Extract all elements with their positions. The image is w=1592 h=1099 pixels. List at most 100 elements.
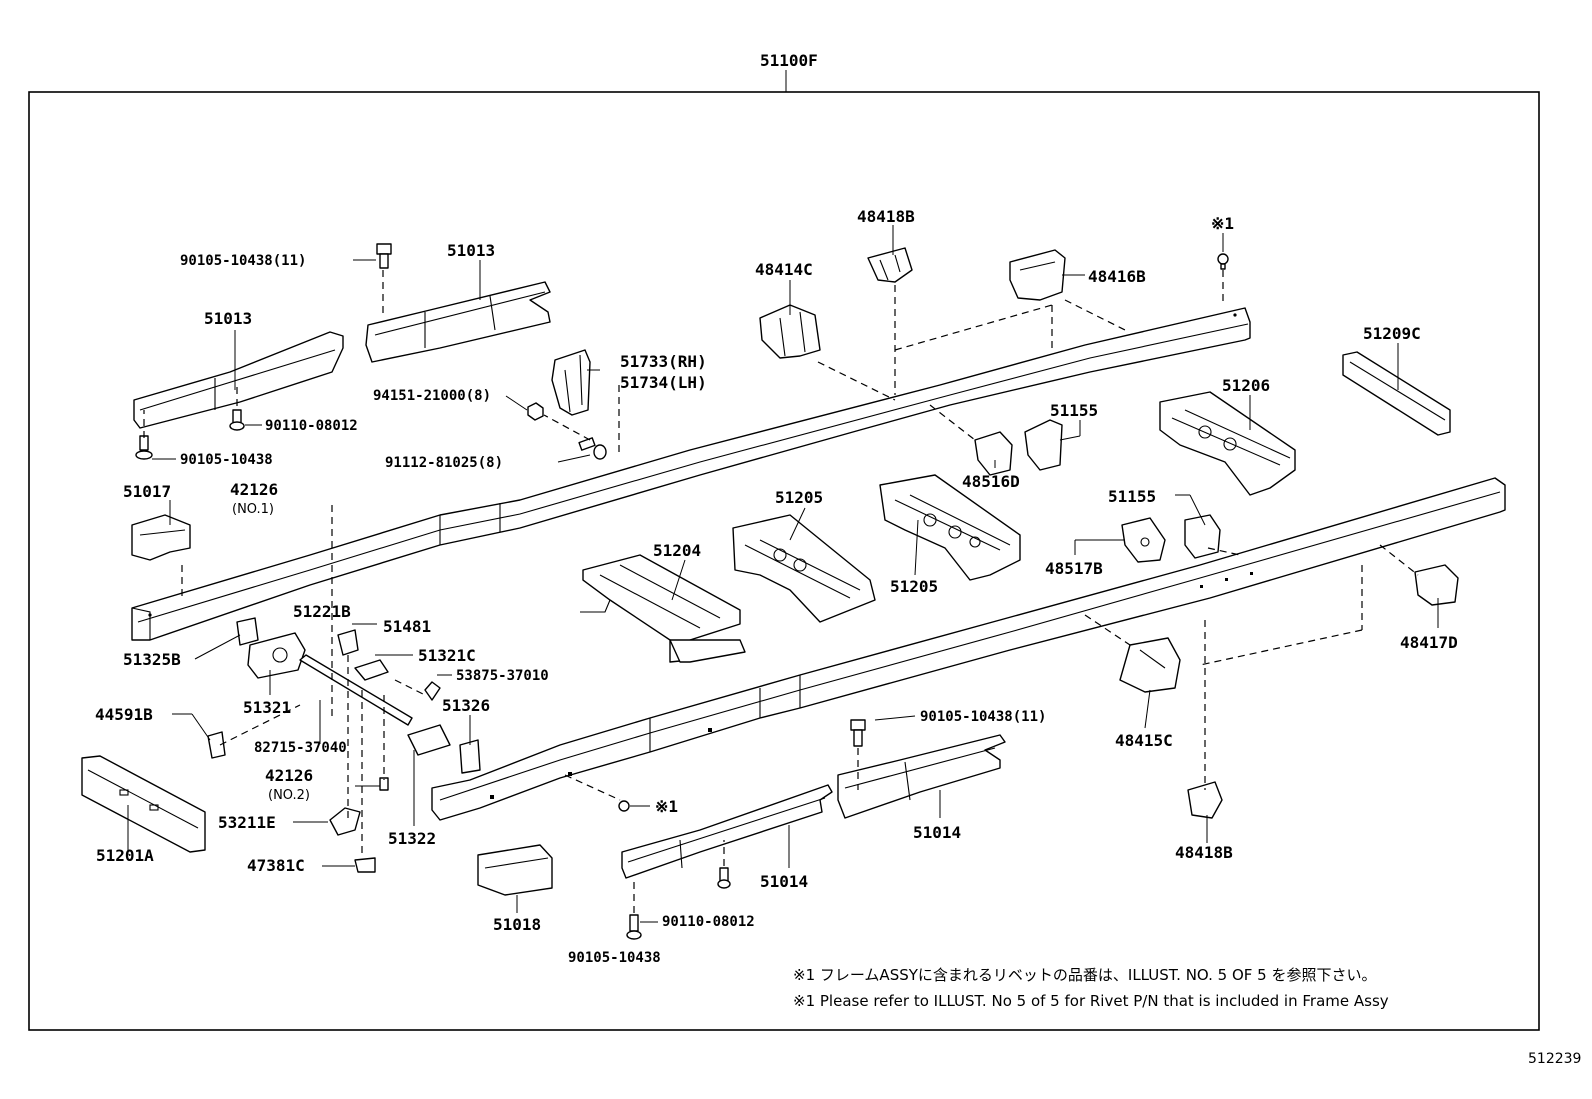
label-rivet-lower: ※1 xyxy=(655,797,678,816)
label-42126-no2-sub: (NO.2) xyxy=(268,788,310,803)
label-90105-10438-11-upper: 90105-10438(11) xyxy=(180,253,306,269)
label-48414c: 48414C xyxy=(755,260,813,279)
bolt-icon-91112 xyxy=(578,437,607,460)
bracket-48417d xyxy=(1414,564,1459,606)
dashed-guides xyxy=(143,270,1419,913)
bolt-icon-90105-11-lower xyxy=(850,719,866,747)
crossmember-51209c xyxy=(1342,351,1451,436)
label-47381c: 47381C xyxy=(247,856,305,875)
label-48418b-upper: 48418B xyxy=(857,207,915,226)
label-51014-upper: 51014 xyxy=(913,823,961,842)
label-42126-no1-sub: (NO.1) xyxy=(232,502,274,517)
label-51155-upper: 51155 xyxy=(1050,401,1098,420)
bracket-48418b-upper xyxy=(867,247,913,283)
label-90110-08012-upper: 90110-08012 xyxy=(265,418,358,434)
leader-lines xyxy=(127,225,1439,923)
label-51321: 51321 xyxy=(243,698,291,717)
label-51013-lower: 51013 xyxy=(204,309,252,328)
part-51014-lower xyxy=(621,784,833,879)
callout-labels: 51013 51013 90105-10438(11) 90110-08012 … xyxy=(95,207,1458,966)
frame-rail-lower xyxy=(431,477,1506,821)
label-48416b: 48416B xyxy=(1088,267,1146,286)
part-51018 xyxy=(477,844,553,896)
bracket-48517b xyxy=(1121,517,1166,563)
part-47381c xyxy=(354,857,376,873)
label-48415c: 48415C xyxy=(1115,731,1173,750)
part-51321c xyxy=(354,659,389,681)
bracket-48414c xyxy=(759,304,821,359)
label-90105-10438-upper: 90105-10438 xyxy=(180,452,273,468)
bolt-icon-90105-11-upper xyxy=(376,243,392,269)
label-53875: 53875-37010 xyxy=(456,668,549,684)
crossmember-51201a xyxy=(81,755,206,853)
label-51017: 51017 xyxy=(123,482,171,501)
label-44591b: 44591B xyxy=(95,705,153,724)
label-90105-10438-lower: 90105-10438 xyxy=(568,950,661,966)
label-51481: 51481 xyxy=(383,617,431,636)
bracket-48418b-lower xyxy=(1187,781,1223,819)
crossmember-51205-a xyxy=(732,514,876,623)
label-51322: 51322 xyxy=(388,829,436,848)
rivet-icon-lower xyxy=(618,800,630,812)
part-51014-upper xyxy=(837,734,1006,819)
bolt-icon-90110-upper xyxy=(229,409,245,431)
label-48516d: 48516D xyxy=(962,472,1020,491)
nut-icon-94151 xyxy=(527,402,544,421)
frame-rail-upper xyxy=(131,307,1251,641)
label-90110-08012-lower: 90110-08012 xyxy=(662,914,755,930)
label-51205-a: 51205 xyxy=(775,488,823,507)
rivet-icon-top xyxy=(1217,253,1229,270)
bracket-48416b xyxy=(1009,249,1066,301)
label-91112: 91112-81025(8) xyxy=(385,455,503,471)
label-94151: 94151-21000(8) xyxy=(373,388,491,404)
illustration-code: 512239 xyxy=(1528,1051,1581,1067)
part-42126-no2 xyxy=(379,777,389,791)
label-51201a: 51201A xyxy=(96,846,154,865)
label-51733: 51733(RH) xyxy=(620,352,707,371)
part-53211e xyxy=(329,807,361,836)
label-51014-lower: 51014 xyxy=(760,872,808,891)
label-51209c: 51209C xyxy=(1363,324,1421,343)
part-51013-upper xyxy=(365,281,551,363)
label-51206: 51206 xyxy=(1222,376,1270,395)
part-51325b xyxy=(236,617,259,646)
note-english: ※1 Please refer to ILLUST. No 5 of 5 for… xyxy=(793,992,1389,1010)
label-51325b: 51325B xyxy=(123,650,181,669)
label-51326: 51326 xyxy=(442,696,490,715)
label-51204: 51204 xyxy=(653,541,701,560)
part-51481 xyxy=(337,629,359,656)
bracket-51733-51734 xyxy=(551,349,591,416)
label-48418b-lower: 48418B xyxy=(1175,843,1233,862)
part-51017 xyxy=(131,514,191,561)
part-44591b xyxy=(207,731,226,759)
label-51155-lower: 51155 xyxy=(1108,487,1156,506)
label-rivet-top: ※1 xyxy=(1211,214,1234,233)
part-53875 xyxy=(424,681,441,701)
torsion-bar-51221b xyxy=(299,654,413,726)
crossmember-51205-b xyxy=(879,474,1021,581)
label-51205-b: 51205 xyxy=(890,577,938,596)
label-90105-10438-11-lower: 90105-10438(11) xyxy=(920,709,1046,725)
label-51734: 51734(LH) xyxy=(620,373,707,392)
label-53211e: 53211E xyxy=(218,813,276,832)
part-51321 xyxy=(247,632,306,679)
bolt-icon-90110-lower xyxy=(717,867,731,889)
bolt-icon-90105-upper xyxy=(135,435,153,460)
part-51322 xyxy=(407,724,451,756)
label-51321c: 51321C xyxy=(418,646,476,665)
part-51013-lower xyxy=(133,331,344,429)
label-51221b: 51221B xyxy=(293,602,351,621)
label-48417d: 48417D xyxy=(1400,633,1458,652)
bracket-51155-upper xyxy=(1024,419,1063,471)
crossmember-51204 xyxy=(580,554,746,663)
note-japanese: ※1 フレームASSYに含まれるリベットの品番は、ILLUST. NO. 5 O… xyxy=(793,966,1377,984)
label-42126-no1: 42126 xyxy=(230,480,278,499)
label-42126-no2: 42126 xyxy=(265,766,313,785)
label-48517b: 48517B xyxy=(1045,559,1103,578)
bolt-icon-90105-lower xyxy=(626,914,642,940)
label-51013-upper: 51013 xyxy=(447,241,495,260)
bracket-51155-lower xyxy=(1184,514,1221,559)
crossmember-51206 xyxy=(1159,391,1296,496)
assembly-label: 51100F xyxy=(760,51,818,70)
